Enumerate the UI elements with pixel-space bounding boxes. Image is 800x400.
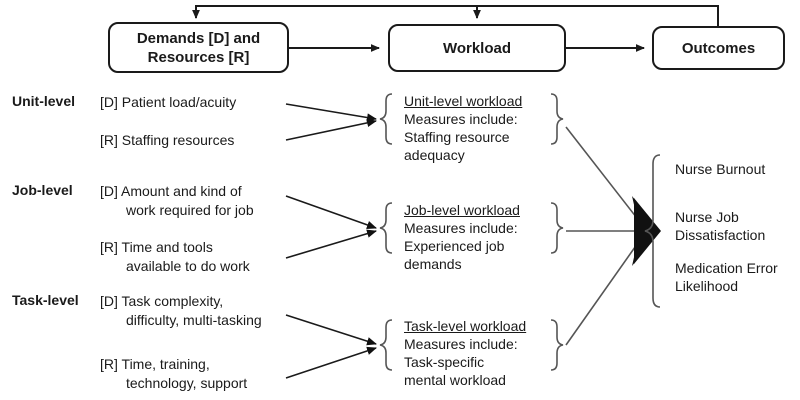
factor-tag: [D] — [100, 94, 118, 110]
factor-text-cont: technology, support — [126, 375, 248, 391]
workload-measure-line2: demands — [404, 256, 462, 272]
unit-level-brace-left — [379, 93, 393, 145]
job-level-factor-demand: [D] Amount and kind of work required for… — [100, 182, 254, 220]
outcome-nurse-job-dissatisfaction: Nurse Job Dissatisfaction — [675, 208, 765, 244]
box-demands-resources[interactable]: Demands [D] and Resources [R] — [108, 22, 289, 73]
factor-text: Staffing resources — [121, 132, 235, 148]
factor-tag: [R] — [100, 239, 118, 255]
factor-tag: [R] — [100, 356, 118, 372]
row-label-task-level: Task-level — [12, 292, 79, 308]
job-level-brace-right — [550, 202, 564, 254]
job-level-workload-block: Job-level workload Measures include: Exp… — [404, 201, 520, 273]
box-outcomes[interactable]: Outcomes — [652, 26, 785, 70]
task-level-brace-right — [550, 319, 564, 371]
row-label-job-level: Job-level — [12, 182, 73, 198]
unit-level-factor-resource: [R] Staffing resources — [100, 131, 234, 150]
outcome-line1: Medication Error — [675, 260, 778, 276]
workload-to-outcomes-convergence — [565, 126, 641, 346]
row-label-unit-level: Unit-level — [12, 93, 76, 109]
factor-text: Patient load/acuity — [121, 94, 237, 110]
task-level-brace-left — [379, 319, 393, 371]
factor-text: Time, training, — [121, 356, 210, 372]
factor-tag: [D] — [100, 293, 118, 309]
workload-heading: Unit-level workload — [404, 93, 523, 109]
outcome-medication-error-likelihood: Medication Error Likelihood — [675, 259, 778, 295]
factor-text-cont: work required for job — [126, 202, 254, 218]
box-demands-line1: Demands [D] and — [136, 29, 261, 47]
outcome-line2: Likelihood — [675, 278, 739, 294]
workload-measure-line1: Task-specific — [404, 354, 485, 370]
box-demands-line2: Resources [R] — [147, 48, 250, 66]
unit-level-workload-block: Unit-level workload Measures include: St… — [404, 92, 522, 164]
outcome-line2: Dissatisfaction — [675, 227, 766, 243]
task-level-input-arrows — [285, 314, 377, 379]
workload-measure-line2: adequacy — [404, 147, 465, 163]
workload-heading: Job-level workload — [404, 202, 520, 218]
box-outcomes-label: Outcomes — [681, 39, 756, 57]
unit-level-brace-right — [550, 93, 564, 145]
task-level-workload-block: Task-level workload Measures include: Ta… — [404, 317, 526, 389]
workload-measures-label: Measures include: — [404, 220, 518, 236]
feedback-loop-connector — [192, 5, 719, 26]
outcome-nurse-burnout: Nurse Burnout — [675, 160, 765, 178]
box-workload[interactable]: Workload — [388, 24, 566, 72]
factor-tag: [D] — [100, 183, 118, 199]
workload-measure-line1: Staffing resource — [404, 129, 510, 145]
workload-heading: Task-level workload — [404, 318, 527, 334]
workload-measure-line1: Experienced job — [404, 238, 505, 254]
task-level-factor-demand: [D] Task complexity, difficulty, multi-t… — [100, 292, 262, 330]
factor-text: Time and tools — [121, 239, 213, 255]
factor-tag: [R] — [100, 132, 118, 148]
job-level-brace-left — [379, 202, 393, 254]
unit-level-factor-demand: [D] Patient load/acuity — [100, 93, 236, 112]
factor-text-cont: difficulty, multi-tasking — [126, 312, 262, 328]
workload-measures-label: Measures include: — [404, 336, 518, 352]
job-level-input-arrows — [285, 195, 377, 259]
outcomes-brace — [644, 154, 661, 308]
outcome-line1: Nurse Job — [675, 209, 739, 225]
workload-measure-line2: mental workload — [404, 372, 506, 388]
box-workload-label: Workload — [442, 39, 512, 57]
job-level-factor-resource: [R] Time and tools available to do work — [100, 238, 250, 276]
factor-text: Amount and kind of — [121, 183, 242, 199]
factor-text-cont: available to do work — [126, 258, 250, 274]
outcome-line1: Nurse Burnout — [675, 161, 766, 177]
unit-level-input-arrows — [285, 103, 377, 141]
factor-text: Task complexity, — [121, 293, 224, 309]
workload-measures-label: Measures include: — [404, 111, 518, 127]
task-level-factor-resource: [R] Time, training, technology, support — [100, 355, 247, 393]
